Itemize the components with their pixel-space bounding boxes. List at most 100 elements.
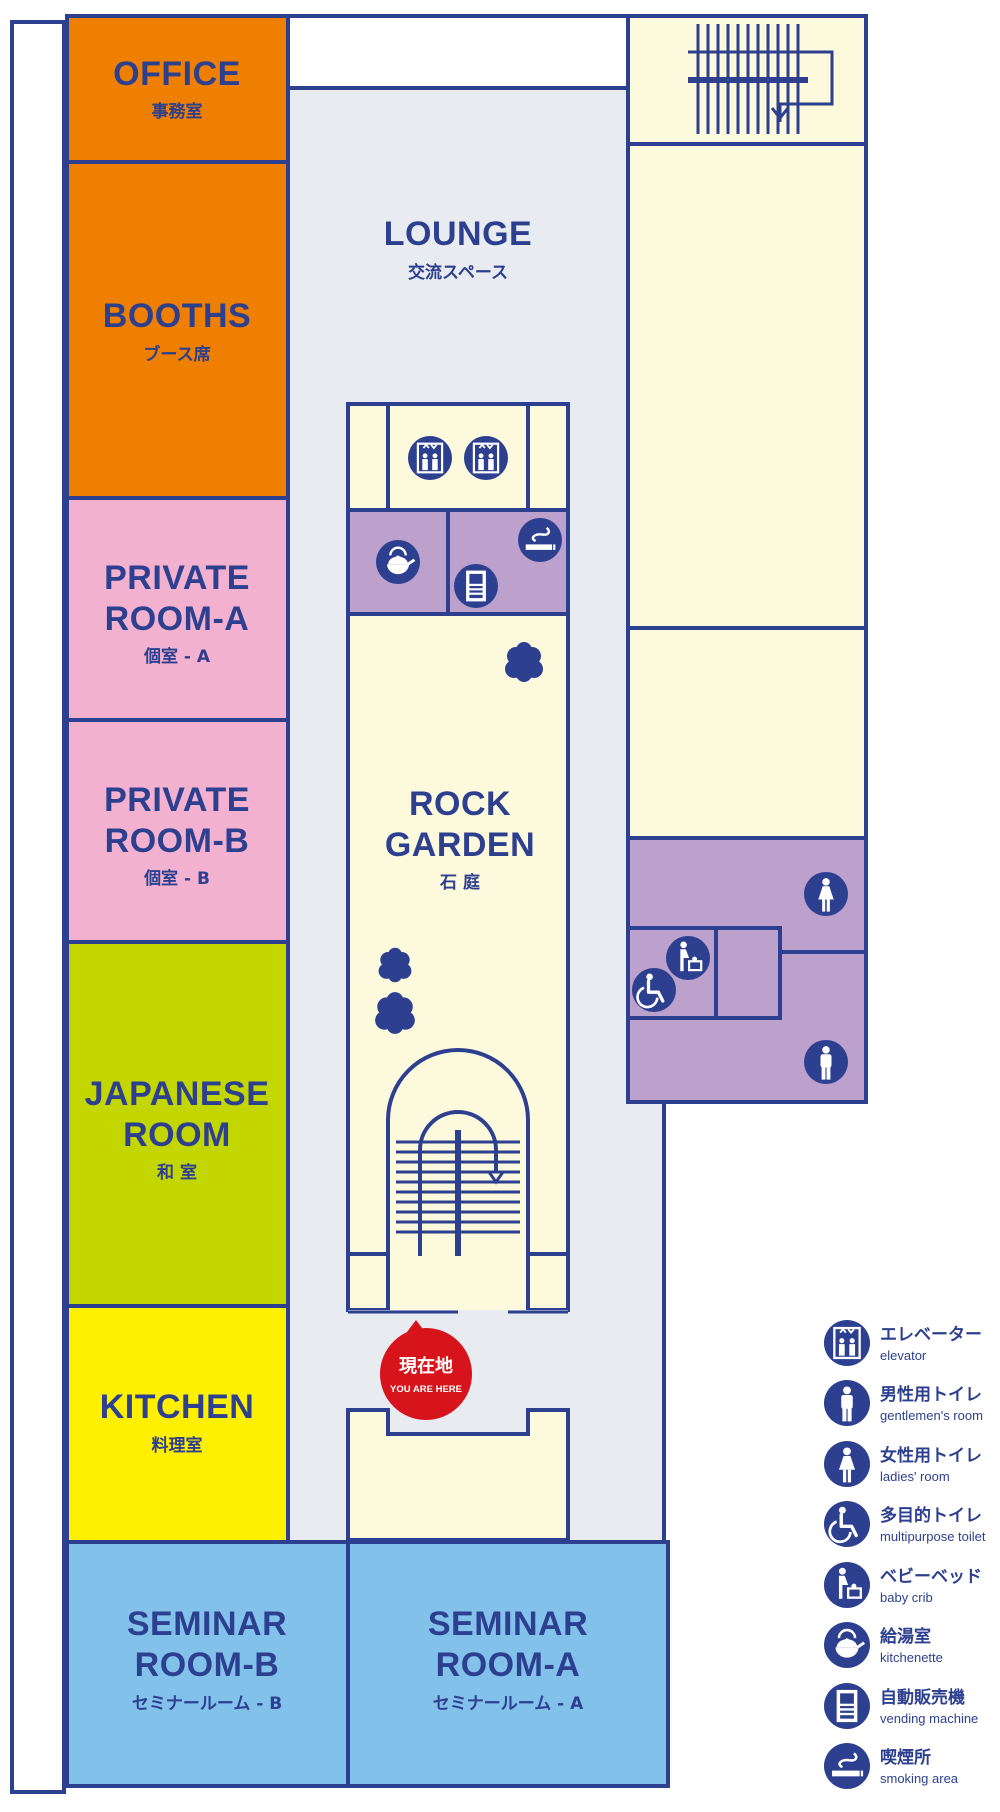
you-are-here-pin	[380, 1328, 472, 1420]
baby-crib-icon	[824, 1562, 870, 1608]
japanese-name-en-2: ROOM	[123, 1116, 231, 1154]
office-name-ja: 事務室	[152, 101, 203, 122]
legend-en: ladies' room	[880, 1469, 950, 1484]
private-b-name-ja: 個室 - B	[143, 868, 210, 889]
legend-en: kitchenette	[880, 1650, 943, 1665]
legend-item-kitchenette: 給湯室 kitchenette	[824, 1622, 943, 1668]
office-name-en: OFFICE	[113, 55, 241, 93]
ladies-toilet-icon	[824, 1441, 870, 1487]
legend-ja: 男性用トイレ	[880, 1384, 982, 1405]
legend-en: baby crib	[880, 1590, 933, 1605]
japanese-room	[65, 940, 290, 1308]
outer-wall-strip	[10, 20, 66, 1794]
office-room	[65, 14, 290, 164]
elevator-icon	[408, 436, 452, 480]
you-are-here-marker: 現在地 YOU ARE HERE	[380, 1320, 472, 1420]
seminar-room-a-label: SEMINAR ROOM-A セミナールーム - A	[428, 1605, 588, 1714]
private-a-name-en-1: PRIVATE	[104, 559, 250, 597]
seminar-a-name-ja: セミナールーム - A	[433, 1694, 584, 1714]
legend-en: vending machine	[880, 1711, 978, 1726]
legend-item-baby-crib: ベビーベッド baby crib	[824, 1562, 982, 1608]
multipurpose-toilet-icon	[824, 1501, 870, 1547]
smoking-area-icon	[824, 1743, 870, 1789]
private-a-name-ja: 個室 - A	[143, 646, 211, 667]
rock-garden-name-ja: 石 庭	[439, 872, 480, 893]
baby-crib-icon	[666, 936, 710, 980]
rock-garden-name-en-1: ROCK	[409, 785, 511, 823]
booths-name-en: BOOTHS	[103, 297, 251, 335]
multipurpose-toilet-icon	[632, 968, 676, 1012]
seminar-a-name-en-1: SEMINAR	[428, 1605, 588, 1643]
legend-en: smoking area	[880, 1771, 959, 1786]
lounge-label: LOUNGE 交流スペース	[384, 215, 532, 283]
legend: エレベーター elevator 男性用トイレ gentlemen's room …	[824, 1320, 986, 1789]
you-are-here-ja: 現在地	[399, 1355, 453, 1377]
smoking-area-icon	[518, 518, 562, 562]
lower-core	[346, 1408, 570, 1542]
booths-name-ja: ブース席	[143, 344, 210, 365]
seminar-room-b-label: SEMINAR ROOM-B セミナールーム - B	[127, 1605, 287, 1714]
mens-toilet-icon	[804, 1040, 848, 1084]
vending-machine-icon	[824, 1683, 870, 1729]
private-room-a-label: PRIVATE ROOM-A 個室 - A	[104, 559, 250, 667]
kitchenette-icon	[376, 540, 420, 584]
legend-ja: エレベーター	[880, 1325, 982, 1345]
seminar-room-b	[65, 1540, 350, 1788]
seminar-a-name-en-2: ROOM-A	[436, 1646, 581, 1684]
private-a-name-en-2: ROOM-A	[105, 600, 250, 638]
top-staircase	[688, 24, 834, 134]
japanese-room-label: JAPANESE ROOM 和 室	[85, 1075, 270, 1183]
vending-machine-icon	[454, 564, 498, 608]
kitchen-room	[65, 1304, 290, 1544]
legend-en: gentlemen's room	[880, 1408, 983, 1423]
rock-garden-label: ROCK GARDEN 石 庭	[385, 785, 535, 893]
office-label: OFFICE 事務室	[113, 55, 241, 122]
legend-en: elevator	[880, 1348, 927, 1363]
elevator-core	[346, 402, 570, 512]
right-room-middle	[626, 626, 868, 840]
private-room-a	[65, 496, 290, 722]
legend-item-smoking-area: 喫煙所 smoking area	[824, 1743, 959, 1789]
top-void	[286, 14, 630, 90]
legend-ja: 給湯室	[880, 1626, 931, 1647]
private-room-b-label: PRIVATE ROOM-B 個室 - B	[104, 781, 250, 889]
kitchenette-icon	[824, 1622, 870, 1668]
legend-item-ladies-toilet: 女性用トイレ ladies' room	[824, 1441, 982, 1487]
toilet-partitions	[628, 926, 866, 1020]
legend-ja: 喫煙所	[880, 1748, 931, 1768]
elevator-icon	[464, 436, 508, 480]
mens-toilet-icon	[824, 1380, 870, 1426]
you-are-here-en: YOU ARE HERE	[390, 1384, 462, 1395]
legend-ja: 女性用トイレ	[880, 1445, 982, 1466]
rock-garden-name-en-2: GARDEN	[385, 826, 535, 864]
lounge-name-ja: 交流スペース	[408, 262, 508, 283]
private-b-name-en-2: ROOM-B	[105, 822, 250, 860]
legend-item-vending-machine: 自動販売機 vending machine	[824, 1683, 978, 1729]
legend-item-multipurpose-toilet: 多目的トイレ multipurpose toilet	[824, 1501, 986, 1547]
booths-label: BOOTHS ブース席	[103, 297, 251, 365]
japanese-name-en-1: JAPANESE	[85, 1075, 270, 1113]
booths-room	[65, 160, 290, 500]
legend-ja: 多目的トイレ	[880, 1505, 982, 1526]
seminar-b-name-en-1: SEMINAR	[127, 1605, 287, 1643]
elevator-icon	[824, 1320, 870, 1366]
spiral-staircase	[346, 1048, 570, 1312]
seminar-b-name-ja: セミナールーム - B	[132, 1694, 282, 1714]
legend-item-elevator: エレベーター elevator	[824, 1320, 982, 1366]
japanese-name-ja: 和 室	[157, 1162, 197, 1183]
seminar-room-a	[346, 1540, 670, 1788]
private-room-b	[65, 718, 290, 944]
lounge-name-en: LOUNGE	[384, 215, 532, 253]
kitchen-label: KITCHEN 料理室	[100, 1388, 255, 1456]
right-room-upper	[626, 142, 868, 630]
legend-ja: ベビーベッド	[880, 1567, 982, 1587]
seminar-b-name-en-2: ROOM-B	[135, 1646, 280, 1684]
private-b-name-en-1: PRIVATE	[104, 781, 250, 819]
kitchen-name-ja: 料理室	[152, 1435, 203, 1456]
ladies-toilet-icon	[804, 872, 848, 916]
legend-en: multipurpose toilet	[880, 1529, 986, 1544]
legend-ja: 自動販売機	[880, 1687, 965, 1708]
kitchen-name-en: KITCHEN	[100, 1388, 255, 1426]
legend-item-mens-toilet: 男性用トイレ gentlemen's room	[824, 1380, 983, 1426]
